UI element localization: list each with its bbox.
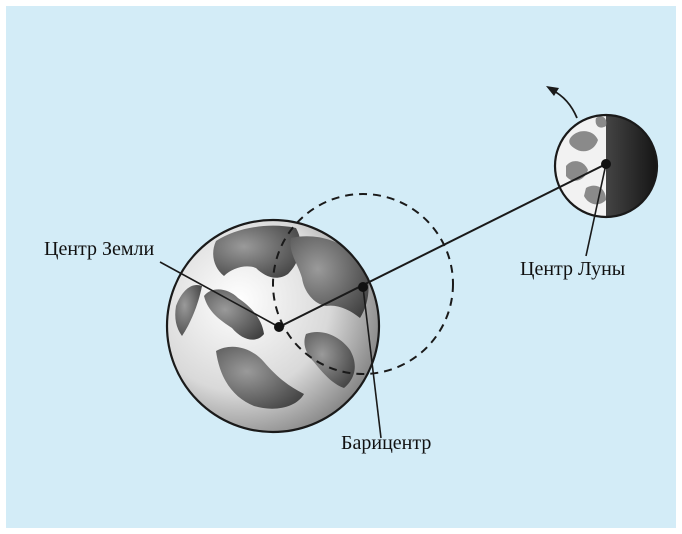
earth-center-leader [159, 261, 280, 328]
moon-center-dot [601, 159, 611, 169]
barycenter-dot [358, 282, 368, 292]
earth-center-dot [274, 322, 284, 332]
barycenter-orbit-circle [272, 193, 454, 375]
earth-moon-line [278, 163, 607, 328]
barycenter-label: Барицентр [341, 432, 432, 454]
barycenter-leader [362, 286, 382, 439]
barycenter-diagram: Центр Земли Центр Луны Барицентр [6, 6, 676, 528]
moon-center-leader [585, 163, 607, 257]
moon-center-label: Центр Луны [520, 258, 626, 280]
earth-continents [175, 225, 369, 409]
earth-center-label: Центр Земли [44, 238, 155, 260]
diagram-canvas [159, 86, 659, 439]
earth [165, 218, 381, 434]
orbit-direction-arrow-icon [546, 86, 578, 119]
